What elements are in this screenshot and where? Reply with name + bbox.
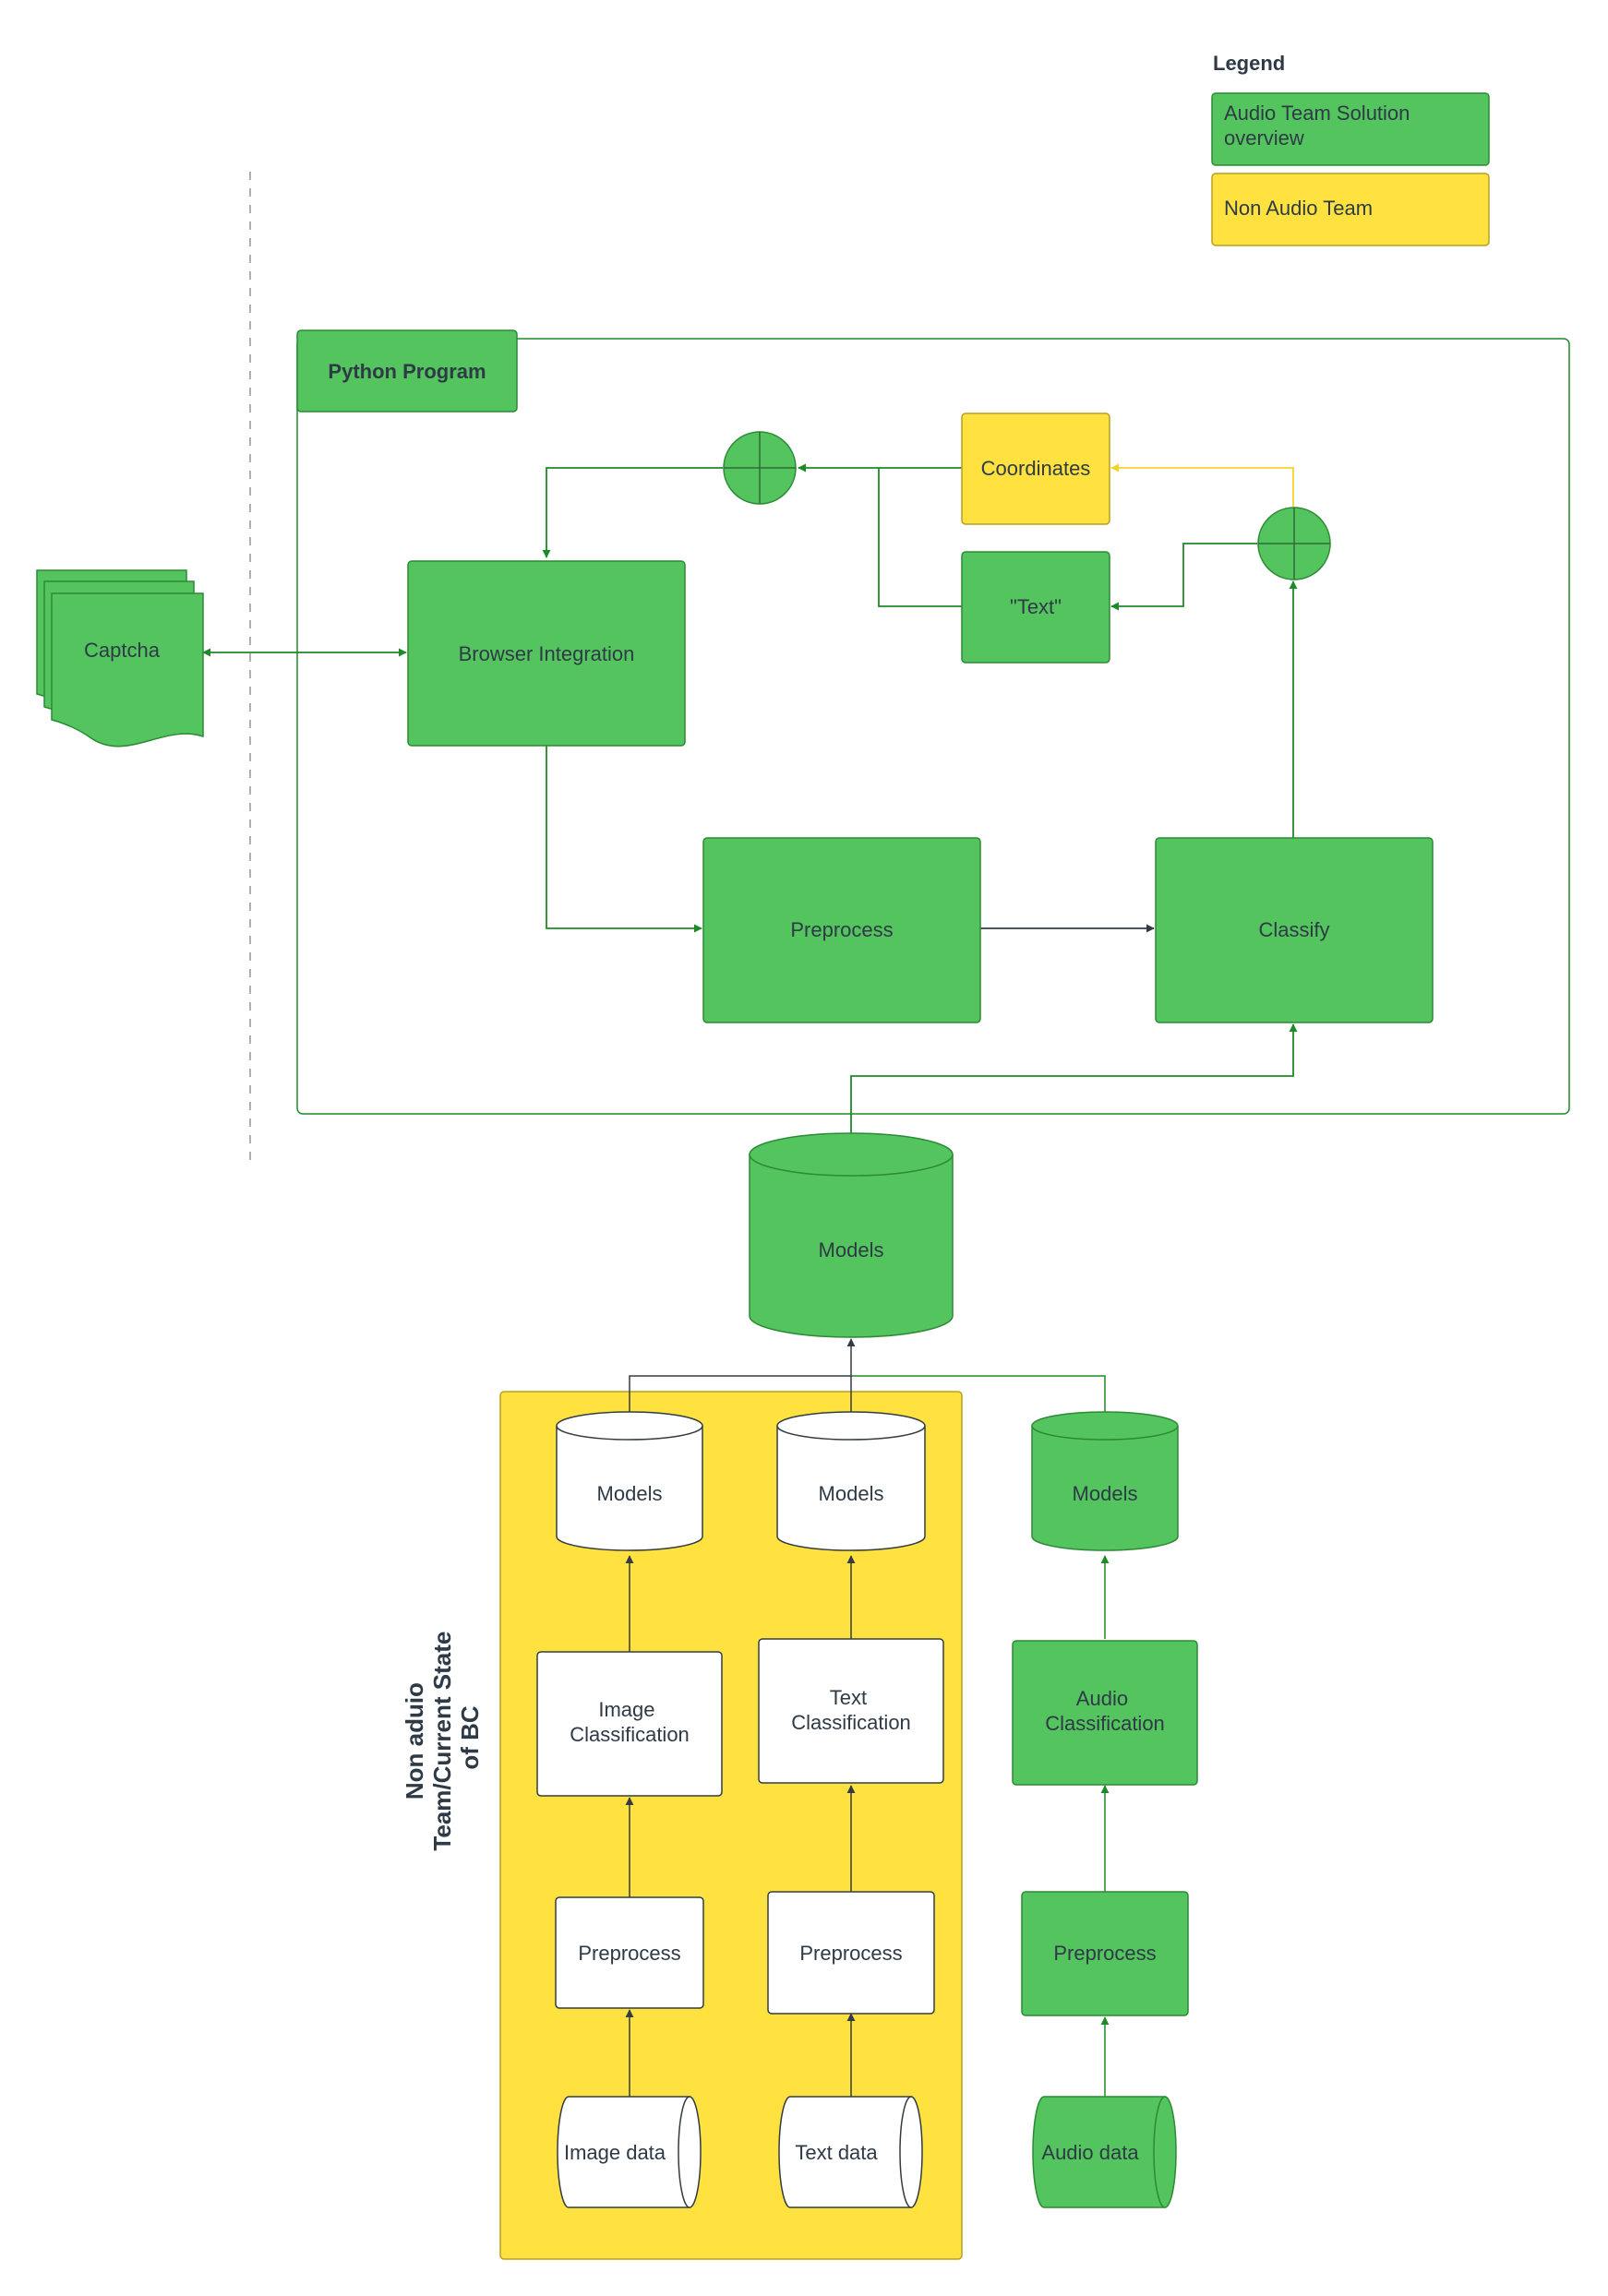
text-models-label: Models [819, 1482, 884, 1505]
coordinates-label: Coordinates [981, 457, 1091, 480]
audio-classification-box [1012, 1640, 1198, 1786]
text-classification-box [758, 1638, 944, 1784]
text-preprocess-label: Preprocess [799, 1942, 902, 1965]
audio-preprocess-node: Preprocess [1021, 1891, 1189, 2016]
program-connectors [202, 463, 1298, 1133]
coordinates-node: Coordinates [961, 413, 1110, 525]
audio-models-body [1031, 1426, 1179, 1551]
text-data-body [778, 2096, 912, 2208]
legend-label-audio-team: Audio Team Solution overview [1224, 102, 1416, 149]
text-pipeline: Models Text Classification Preprocess Te… [758, 1411, 944, 2208]
connector-browser-preprocess [546, 746, 702, 933]
connector-junction-coordinates [1110, 463, 1294, 507]
text-output-node: "Text" [961, 551, 1110, 664]
connector-image-models-main [629, 1375, 851, 1414]
image-classification-label: Image Classification [570, 1698, 690, 1746]
models-main-top [749, 1132, 954, 1177]
legend-swatch-non-audio-team [1211, 173, 1490, 246]
non-audio-section-label: Non aduio Team/Current State of BC [401, 1624, 484, 1850]
image-data-storage: Image data [557, 2096, 702, 2208]
legend-label-non-audio-team: Non Audio Team [1224, 197, 1373, 220]
audio-classification-node: Audio Classification [1012, 1640, 1198, 1786]
legend-swatch-audio-team [1211, 92, 1490, 166]
text-data-storage: Text data [778, 2096, 923, 2208]
text-data-label: Text data [795, 2141, 878, 2164]
audio-pipeline: Models Audio Classification Preprocess A… [1012, 1411, 1198, 2208]
image-data-body [557, 2096, 690, 2208]
audio-models-label: Models [1073, 1482, 1138, 1505]
preprocess-label: Preprocess [790, 918, 893, 941]
models-main-label: Models [819, 1238, 884, 1262]
image-data-cap [678, 2096, 702, 2208]
models-main-body [749, 1154, 954, 1338]
captcha-sheet-front [51, 592, 204, 747]
preprocess-box [702, 837, 981, 1023]
connector-models-classify [850, 1023, 1298, 1133]
audio-data-storage: Audio data [1032, 2096, 1177, 2208]
image-models-body [556, 1426, 703, 1551]
audio-data-cap [1153, 2096, 1177, 2208]
text-data-cap [899, 2096, 923, 2208]
preprocess-node: Preprocess [702, 837, 981, 1023]
classify-node: Classify [1155, 837, 1434, 1023]
browser-integration-node: Browser Integration [407, 560, 686, 747]
connector-junction-text [1110, 543, 1257, 611]
text-output-box [961, 551, 1110, 664]
text-preprocess-box [767, 1891, 935, 2015]
image-preprocess-label: Preprocess [578, 1942, 680, 1965]
legend: Legend Audio Team Solution overview Non … [1211, 52, 1490, 246]
image-classification-box [536, 1651, 723, 1797]
text-classification-label: Text Classification [791, 1686, 911, 1734]
program-frame [296, 338, 1570, 1115]
non-audio-panel-bg [499, 1391, 963, 2260]
text-models-top [776, 1411, 926, 1441]
classify-label: Classify [1258, 918, 1329, 941]
audio-models-database: Models [1031, 1411, 1179, 1551]
program-title-tab [296, 329, 518, 413]
image-models-top [556, 1411, 703, 1441]
connector-junction-browser [542, 467, 723, 558]
image-models-database: Models [556, 1411, 703, 1551]
classify-box [1155, 837, 1434, 1023]
image-data-label: Image data [564, 2141, 666, 2164]
text-output-label: "Text" [1010, 595, 1062, 618]
image-classification-node: Image Classification [536, 1651, 723, 1797]
audio-data-label: Audio data [1041, 2141, 1139, 2164]
coordinates-box [961, 413, 1110, 525]
image-models-label: Models [597, 1482, 663, 1505]
program-title: Python Program [328, 360, 486, 383]
captcha-label: Captcha [84, 639, 161, 662]
text-classification-node: Text Classification [758, 1638, 944, 1784]
junction-merge-icon [723, 431, 797, 505]
audio-preprocess-label: Preprocess [1053, 1942, 1156, 1965]
connector-audio-models-main [851, 1375, 1106, 1414]
audio-preprocess-box [1021, 1891, 1189, 2016]
captcha-document-stack: Captcha [36, 569, 204, 747]
model-feed-connectors [629, 1338, 1106, 1414]
junction-split-icon [1257, 507, 1331, 580]
image-pipeline: Models Image Classification Preprocess I… [536, 1411, 723, 2208]
image-preprocess-box [555, 1896, 704, 2009]
audio-classification-label: Audio Classification [1045, 1687, 1165, 1735]
models-database-main: Models [749, 1132, 954, 1338]
audio-data-body [1032, 2096, 1166, 2208]
text-models-body [776, 1426, 926, 1551]
browser-integration-box [407, 560, 686, 747]
image-preprocess-node: Preprocess [555, 1896, 704, 2009]
text-models-database: Models [776, 1411, 926, 1551]
audio-models-top [1031, 1411, 1179, 1441]
legend-title: Legend [1213, 52, 1285, 75]
text-preprocess-node: Preprocess [767, 1891, 935, 2015]
connector-text-junction [878, 468, 962, 607]
non-audio-team-panel: Non aduio Team/Current State of BC [401, 1391, 963, 2260]
python-program-container: Python Program [296, 329, 1570, 1115]
browser-integration-label: Browser Integration [459, 642, 635, 665]
